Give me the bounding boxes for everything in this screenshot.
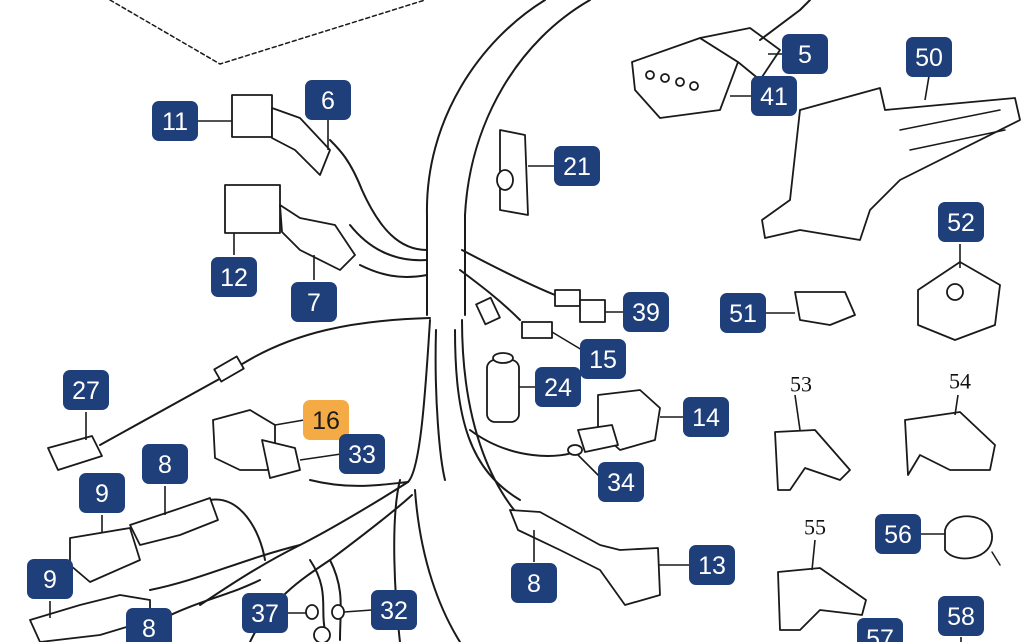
part-drawings [29, 0, 1021, 642]
callout-badge-box [126, 608, 172, 642]
callout-label: 8 [158, 451, 172, 479]
callout-badge-box [27, 559, 73, 599]
callout-label: 33 [348, 441, 376, 469]
callout-label: 21 [563, 153, 591, 181]
callout-24: 24 [535, 367, 581, 407]
callout-badge-box [598, 462, 644, 502]
callout-badge-box [938, 596, 984, 636]
callout-badge-box [554, 146, 600, 186]
callout-51: 51 [720, 293, 766, 333]
callout-badge-box [906, 37, 952, 77]
callout-badges: 5 41 50 6 11 21 12 7 52 39 51 15 24 27 16 14 33 8 34 9 56 13 9… [27, 34, 984, 642]
callout-label: 24 [544, 374, 572, 402]
plain-number-labels: 53 54 55 [790, 369, 971, 540]
callout-label: 7 [307, 289, 321, 317]
callout-33: 33 [339, 434, 385, 474]
plain-label-55: 55 [804, 515, 826, 540]
callout-6: 6 [305, 80, 351, 120]
outline-frame [109, 0, 426, 65]
callout-badge-box [339, 434, 385, 474]
callout-7: 7 [291, 282, 337, 322]
callout-badge-box [371, 590, 417, 630]
callout-15: 15 [580, 339, 626, 379]
callout-badge-box [291, 282, 337, 322]
callout-label: 14 [692, 404, 720, 432]
callout-label: 8 [527, 570, 541, 598]
callout-label: 6 [321, 87, 335, 115]
callout-5: 5 [782, 34, 828, 74]
callout-14: 14 [683, 397, 729, 437]
callout-badge-box [305, 80, 351, 120]
callout-56: 56 [875, 514, 921, 554]
callout-8: 8 [126, 608, 172, 642]
callout-label: 11 [162, 108, 188, 136]
callout-39: 39 [623, 292, 669, 332]
callout-badge-box [857, 618, 903, 642]
callout-badge-box [689, 545, 735, 585]
callout-badge-box [511, 563, 557, 603]
callout-57: 57 [857, 618, 903, 642]
callout-52: 52 [938, 202, 984, 242]
callout-badge-box [152, 101, 198, 141]
callout-badge-box [720, 293, 766, 333]
callout-label: 5 [798, 41, 812, 69]
callout-37: 37 [242, 593, 288, 633]
callout-label: 50 [915, 44, 943, 72]
callout-34: 34 [598, 462, 644, 502]
callout-badge-box [782, 34, 828, 74]
callout-8: 8 [142, 444, 188, 484]
callout-9: 9 [79, 473, 125, 513]
callout-badge-box [303, 400, 349, 440]
callout-label: 37 [251, 600, 279, 628]
callout-label: 57 [866, 625, 894, 642]
callout-label: 32 [380, 597, 408, 625]
callout-27: 27 [63, 370, 109, 410]
callout-label: 58 [947, 603, 975, 631]
callout-badge-box [142, 444, 188, 484]
callout-badge-box [875, 514, 921, 554]
callout-badge-box [242, 593, 288, 633]
callout-badge-box [751, 76, 797, 116]
callout-label: 9 [43, 566, 57, 594]
callout-label: 12 [220, 264, 248, 292]
callout-label: 16 [312, 407, 340, 435]
harness-trunk [99, 0, 591, 642]
callout-58: 58 [938, 596, 984, 636]
callout-badge-box [938, 202, 984, 242]
plain-label-54: 54 [949, 369, 971, 394]
callout-label: 15 [589, 346, 617, 374]
callout-label: 27 [72, 377, 100, 405]
callout-badge-box [211, 257, 257, 297]
callout-badge-box [683, 397, 729, 437]
callout-16: 16 [303, 400, 349, 440]
callout-50: 50 [906, 37, 952, 77]
callout-13: 13 [689, 545, 735, 585]
callout-41: 41 [751, 76, 797, 116]
plain-label-53: 53 [790, 372, 812, 397]
leader-lines [49, 53, 962, 642]
callout-label: 34 [607, 469, 635, 497]
callout-11: 11 [152, 101, 198, 141]
callout-badge-box [623, 292, 669, 332]
callout-12: 12 [211, 257, 257, 297]
callout-label: 8 [142, 615, 156, 642]
callout-badge-box [63, 370, 109, 410]
callout-badge-box [79, 473, 125, 513]
callout-label: 41 [760, 83, 788, 111]
callout-label: 13 [698, 552, 726, 580]
callout-label: 52 [947, 209, 975, 237]
callout-badge-box [535, 367, 581, 407]
callout-label: 56 [884, 521, 912, 549]
callout-9: 9 [27, 559, 73, 599]
callout-label: 39 [632, 299, 660, 327]
callout-badge-box [580, 339, 626, 379]
callout-8: 8 [511, 563, 557, 603]
callout-32: 32 [371, 590, 417, 630]
callout-label: 9 [95, 480, 109, 508]
callout-label: 51 [729, 300, 757, 328]
callout-21: 21 [554, 146, 600, 186]
